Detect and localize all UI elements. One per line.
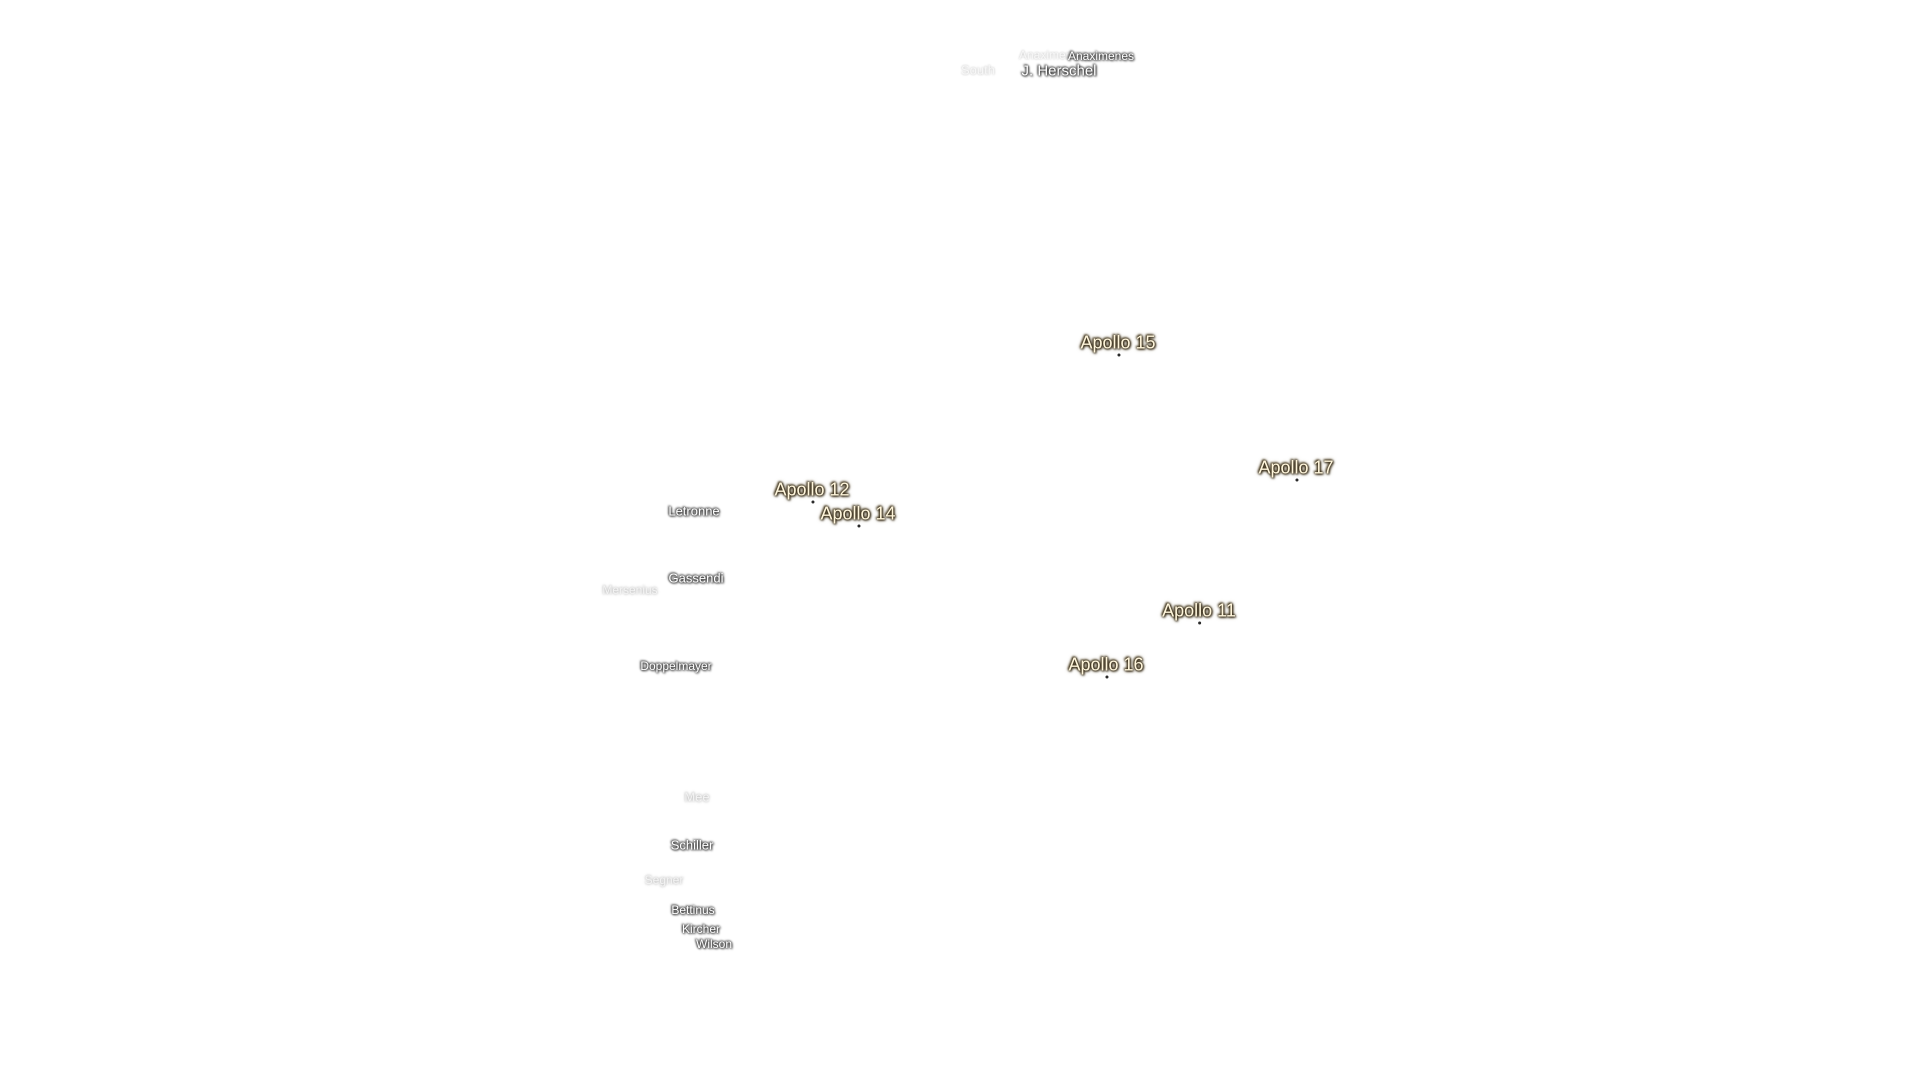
crater-label-j-herschel[interactable]: J. Herschel [1021, 62, 1097, 80]
apollo-12-dot-icon [811, 500, 814, 504]
crater-label-segner[interactable]: Segner [644, 873, 684, 887]
crater-label-mee[interactable]: Mee [684, 789, 710, 805]
apollo-15-dot-icon [1117, 353, 1120, 357]
crater-label-doppelmayer[interactable]: Doppelmayer [640, 659, 712, 673]
apollo-17-label: Apollo 17 [1258, 457, 1334, 478]
crater-label-anaximenes-faint[interactable]: Anaximenes [1018, 48, 1086, 62]
apollo-14-dot-icon [857, 524, 860, 528]
apollo-15-label: Apollo 15 [1080, 332, 1156, 353]
apollo-17-dot-icon [1295, 478, 1298, 482]
apollo-12-label: Apollo 12 [774, 479, 850, 500]
crater-label-anaximenes[interactable]: Anaximenes [1067, 49, 1135, 63]
crater-label-gassendi[interactable]: Gassendi [668, 570, 724, 586]
crater-label-schiller[interactable]: Schiller [670, 837, 714, 853]
crater-label-letronne[interactable]: Letronne [668, 503, 720, 519]
apollo-16-label: Apollo 16 [1068, 654, 1144, 675]
crater-label-kircher[interactable]: Kircher [681, 922, 721, 936]
crater-label-bettinus[interactable]: Bettinus [671, 903, 715, 917]
crater-label-south[interactable]: South [961, 62, 995, 78]
apollo-11-marker[interactable]: Apollo 11 [1162, 600, 1236, 625]
crater-label-mersenius[interactable]: Mersenius [602, 583, 658, 597]
apollo-11-dot-icon [1197, 621, 1201, 625]
apollo-15-marker[interactable]: Apollo 15 [1080, 332, 1156, 357]
apollo-14-marker[interactable]: Apollo 14 [820, 503, 896, 528]
apollo-11-label: Apollo 11 [1162, 600, 1236, 621]
apollo-12-marker[interactable]: Apollo 12 [774, 479, 850, 504]
apollo-16-marker[interactable]: Apollo 16 [1068, 654, 1144, 679]
apollo-17-marker[interactable]: Apollo 17 [1258, 457, 1334, 482]
apollo-14-label: Apollo 14 [820, 503, 896, 524]
apollo-16-dot-icon [1105, 675, 1108, 679]
crater-label-wilson[interactable]: Wilson [695, 937, 733, 951]
